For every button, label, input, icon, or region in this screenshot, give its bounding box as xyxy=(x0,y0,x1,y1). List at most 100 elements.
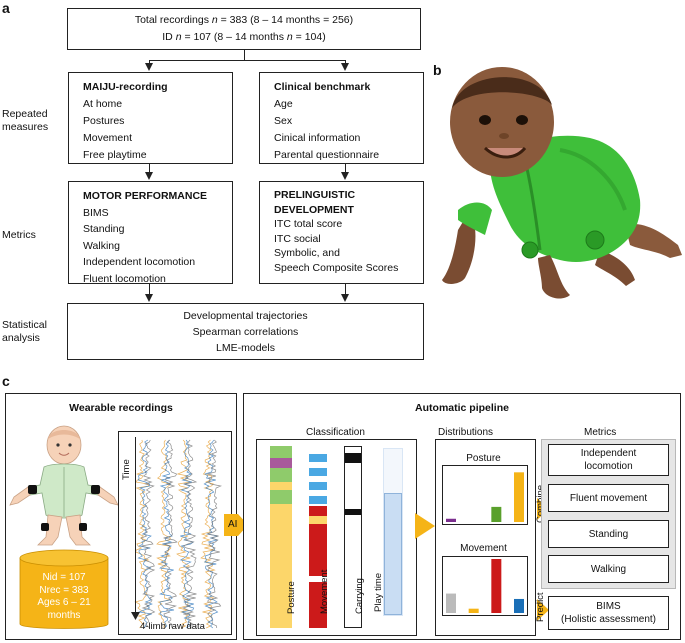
time-arrow-icon xyxy=(131,612,140,620)
bar-4 xyxy=(514,472,524,522)
signal-trace xyxy=(179,439,195,629)
distributions-label: Distributions xyxy=(438,427,494,438)
list-item: Developmental trajectories xyxy=(183,310,308,322)
arrow-down-icon xyxy=(145,294,153,302)
list-item: Symbolic, and xyxy=(274,247,340,259)
signal-trace xyxy=(137,439,153,629)
arrow-right-icon xyxy=(537,599,549,621)
list-item: Fluent locomotion xyxy=(83,272,166,285)
list-item: Sex xyxy=(274,115,293,127)
predict-label: Predict xyxy=(535,592,546,622)
list-item: Walking xyxy=(83,239,120,252)
play-time-bar-label: Play time xyxy=(373,572,384,612)
bar-1 xyxy=(446,593,456,613)
time-label: Time xyxy=(121,459,132,480)
bar-3 xyxy=(491,559,502,613)
signal-trace xyxy=(203,439,219,629)
movement-bar xyxy=(309,446,327,628)
metric-fluent-movement: Fluent movement xyxy=(548,484,669,512)
metric-walking: Walking xyxy=(548,555,669,583)
crawling-infant-photo xyxy=(442,67,682,299)
metric-bims: BIMS(Holistic assessment) xyxy=(548,596,669,630)
list-item: Parental questionnaire xyxy=(274,149,380,161)
ai-arrow-icon xyxy=(224,514,248,536)
list-item: ITC social xyxy=(274,232,321,245)
wearable-title: Wearable recordings xyxy=(69,402,173,414)
list-item: At home xyxy=(83,98,123,110)
panel-letter-c: c xyxy=(2,373,10,389)
prelinguistic-title-1: PRELINGUISTIC xyxy=(274,189,356,201)
maiju-recording-box: MAIJU-recording At home Postures Movemen… xyxy=(68,72,233,164)
arrow-down-icon xyxy=(341,172,349,180)
prelinguistic-development-box: PRELINGUISTIC DEVELOPMENT ITC total scor… xyxy=(259,181,424,284)
chart-frame xyxy=(442,556,528,616)
posture-distribution-chart xyxy=(442,465,528,525)
dist-posture-title: Posture xyxy=(466,453,501,464)
signal-trace xyxy=(156,439,172,629)
maiju-title: MAIJU-recording xyxy=(83,81,168,93)
bar-4 xyxy=(514,598,524,613)
posture-bar xyxy=(270,446,292,628)
arrow-down-icon xyxy=(145,63,153,71)
raw-data-label: 4-limb raw data xyxy=(140,621,205,632)
list-item: Movement xyxy=(83,132,133,144)
carrying-bar xyxy=(344,446,362,628)
posture-bar-label: Posture xyxy=(286,581,297,614)
play-time-bar xyxy=(383,448,403,616)
carrying-bar-label: Carrying xyxy=(354,578,365,614)
infant-sensor-illustration xyxy=(9,425,119,546)
motor-title: MOTOR PERFORMANCE xyxy=(83,190,208,202)
list-item: Cinical information xyxy=(274,132,361,144)
bar-2 xyxy=(468,608,479,613)
pipeline-title: Automatic pipeline xyxy=(415,402,509,414)
movement-bar-label: Movement xyxy=(319,569,330,614)
signal-trace xyxy=(159,439,175,629)
recordings-summary-box: Total recordings n = 383 (8 – 14 months … xyxy=(67,8,421,50)
arrow-right-icon xyxy=(415,513,435,539)
dataset-stats: Nid = 107 Nrec = 383 Ages 6 – 21 months xyxy=(37,572,91,621)
side-label-metrics: Metrics xyxy=(2,229,36,241)
classification-label: Classification xyxy=(306,427,365,438)
signal-trace xyxy=(134,439,150,629)
clinical-benchmark-box: Clinical benchmark Age Sex Cinical infor… xyxy=(259,72,424,164)
motor-performance-box: MOTOR PERFORMANCE BIMS Standing Walking … xyxy=(68,181,233,285)
panel-letter-b: b xyxy=(433,62,442,78)
signal-trace xyxy=(163,439,178,629)
clinical-title: Clinical benchmark xyxy=(274,81,371,93)
list-item: Independent locomotion xyxy=(83,256,196,268)
dataset-cylinder-icon xyxy=(19,549,109,629)
metrics-label: Metrics xyxy=(584,427,617,438)
bar-3 xyxy=(491,506,502,522)
bar-1 xyxy=(446,518,456,522)
signal-trace xyxy=(182,439,198,629)
list-item: Spearman correlations xyxy=(192,326,299,338)
list-item: LME-models xyxy=(216,342,275,354)
list-item: BIMS xyxy=(83,206,109,219)
movement-distribution-chart xyxy=(442,556,528,616)
statistical-analysis-box: Developmental trajectories Spearman corr… xyxy=(67,303,424,360)
metric-standing: Standing xyxy=(548,520,669,548)
list-item: Postures xyxy=(83,115,125,127)
list-item: Free playtime xyxy=(83,149,147,161)
chart-frame xyxy=(442,465,528,525)
list-item: ITC total score xyxy=(274,218,343,230)
ai-label: AI xyxy=(228,519,238,530)
dist-movement-title: Movement xyxy=(460,543,507,554)
prelinguistic-title-2: DEVELOPMENT xyxy=(274,203,354,216)
panel-letter-a: a xyxy=(2,0,10,16)
arrow-down-icon xyxy=(341,63,349,71)
list-item: Speech Composite Scores xyxy=(274,261,399,274)
list-item: Age xyxy=(274,98,293,110)
signal-trace xyxy=(200,439,216,629)
raw-signal-traces xyxy=(134,439,222,629)
signal-trace xyxy=(206,439,222,629)
signal-trace xyxy=(140,439,156,629)
id-count-text: ID n = 107 (8 – 14 months n = 104) xyxy=(162,31,326,43)
list-item: Standing xyxy=(83,223,125,235)
total-recordings-text: Total recordings n = 383 (8 – 14 months … xyxy=(134,14,354,26)
arrow-down-icon xyxy=(145,172,153,180)
arrow-down-icon xyxy=(341,294,349,302)
